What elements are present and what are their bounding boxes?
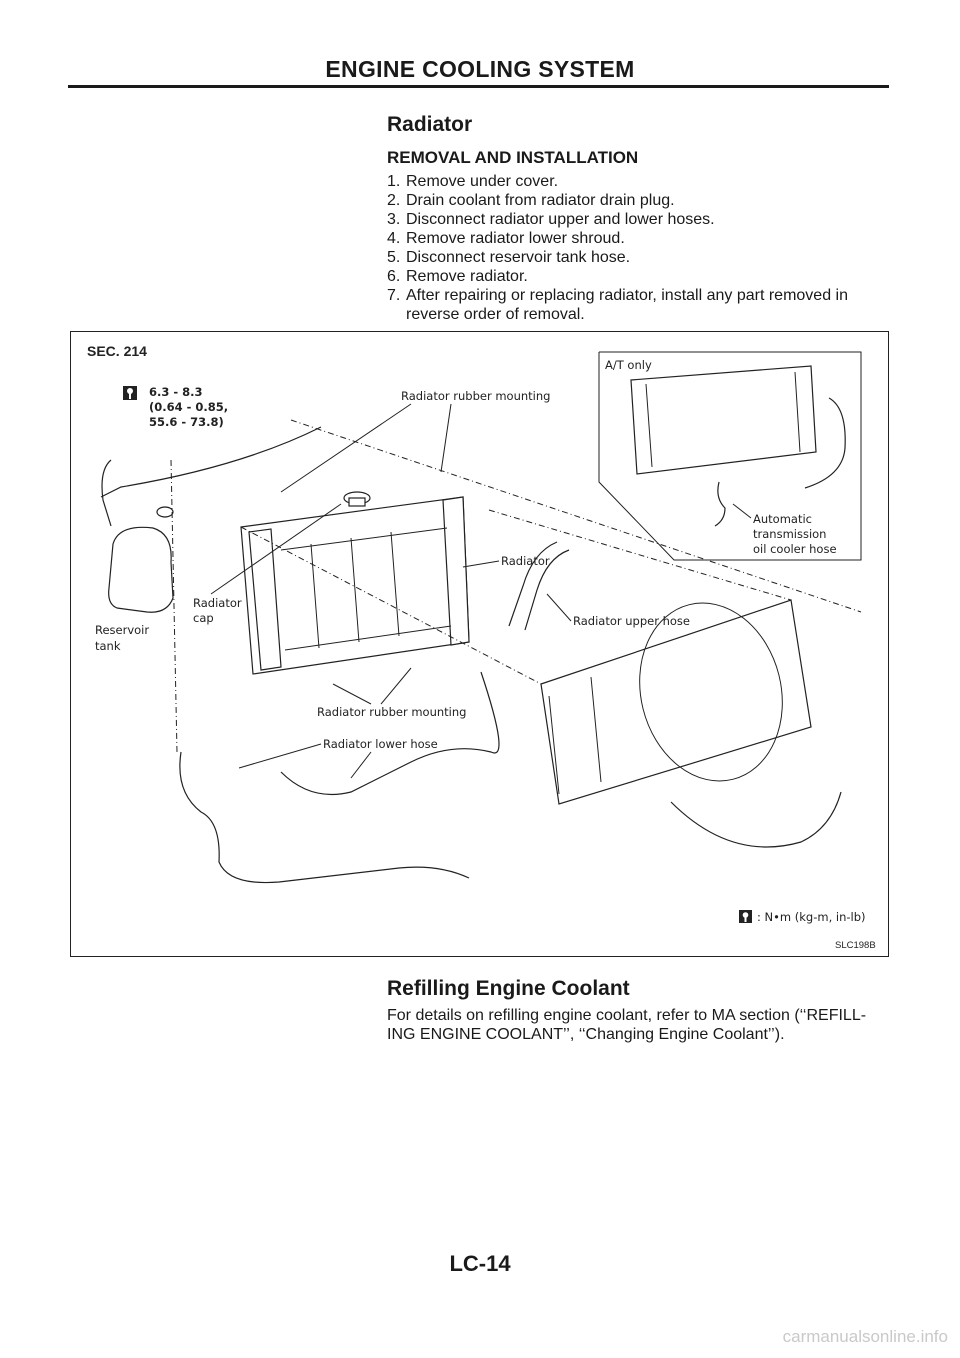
step-item: 1. Remove under cover. [387, 172, 889, 191]
section-number: SEC. 214 [87, 343, 147, 359]
running-head: ENGINE COOLING SYSTEM [325, 56, 635, 82]
page-number: LC-14 [449, 1251, 511, 1276]
label-units: : N•m (kg-m, in-lb) [757, 910, 866, 924]
step-item: 5. Disconnect reservoir tank hose. [387, 248, 889, 267]
header-rule [68, 85, 889, 88]
procedure-steps: 1. Remove under cover. 2. Drain coolant fr… [387, 172, 889, 324]
reservoir-hose-shape [179, 751, 470, 884]
step-number: 1. [387, 173, 401, 190]
step-item: 7. After repairing or replacing radiator,… [387, 286, 889, 324]
exploded-diagram: SEC. 214 6.3 - 8.3 (0.64 - 0.85, 55.6 - … [70, 331, 889, 957]
step-item: 6. Remove radiator. [387, 267, 889, 286]
step-number: 4. [387, 230, 401, 247]
label-radiator-cap-2: cap [193, 611, 214, 625]
label-lower-hose: Radiator lower hose [323, 737, 438, 751]
label-at-hose-3: oil cooler hose [753, 542, 837, 556]
at-only-inset: A/T only Automatic transmission oil cool… [598, 351, 862, 561]
subsection-title: REMOVAL AND INSTALLATION [387, 148, 639, 167]
torque-line-1: 6.3 - 8.3 [149, 385, 203, 399]
upper-hose-shape [508, 541, 570, 631]
label-reservoir-tank-1: Reservoir [95, 623, 149, 637]
label-radiator: Radiator [501, 554, 550, 568]
lower-shroud-shape [670, 791, 842, 848]
radiator-core [240, 496, 470, 675]
torque-line-2: (0.64 - 0.85, [149, 400, 228, 414]
label-rubber-mounting-top: Radiator rubber mounting [401, 389, 550, 403]
step-item: 2. Drain coolant from radiator drain plug… [387, 191, 889, 210]
label-reservoir-tank-2: tank [95, 639, 121, 653]
step-number: 7. [387, 287, 401, 304]
step-number: 2. [387, 192, 401, 209]
watermark: carmanualsonline.info [782, 1327, 948, 1346]
label-upper-hose: Radiator upper hose [573, 614, 690, 628]
label-radiator-cap-1: Radiator [193, 596, 242, 610]
radiator-cap-icon [343, 491, 371, 507]
step-text: Disconnect radiator upper and lower hose… [406, 211, 715, 228]
step-number: 6. [387, 268, 401, 285]
step-item: 3. Disconnect radiator upper and lower ho… [387, 210, 889, 229]
label-at-hose-1: Automatic [753, 512, 812, 526]
torque-wrench-icon [739, 910, 752, 923]
lower-hose-shape [280, 671, 500, 796]
step-text: Drain coolant from radiator drain plug. [406, 192, 675, 209]
fan-shroud [540, 599, 812, 805]
diagram-drawing: SEC. 214 6.3 - 8.3 (0.64 - 0.85, 55.6 - … [87, 343, 876, 951]
step-text: Remove radiator lower shroud. [406, 230, 625, 247]
step-text: After repairing or replacing radiator, i… [406, 287, 848, 323]
step-text: Remove under cover. [406, 173, 559, 190]
reservoir-tank [101, 459, 174, 613]
refill-body: For details on refilling engine coolant,… [387, 1007, 867, 1043]
step-text: Disconnect reservoir tank hose. [406, 249, 631, 266]
section-title-radiator: Radiator [387, 113, 473, 136]
step-number: 5. [387, 249, 401, 266]
step-text: Remove radiator. [406, 268, 528, 285]
upper-reservoir-hose-shape [100, 426, 322, 498]
torque-line-3: 55.6 - 73.8) [149, 415, 224, 429]
label-rubber-mounting-bottom: Radiator rubber mounting [317, 705, 466, 719]
label-at-hose-2: transmission [753, 527, 826, 541]
torque-wrench-icon [123, 386, 137, 400]
figure-code: SLC198B [835, 940, 876, 951]
section-title-refill: Refilling Engine Coolant [387, 977, 630, 1000]
step-number: 3. [387, 211, 401, 228]
label-at-only: A/T only [605, 358, 652, 372]
step-item: 4. Remove radiator lower shroud. [387, 229, 889, 248]
